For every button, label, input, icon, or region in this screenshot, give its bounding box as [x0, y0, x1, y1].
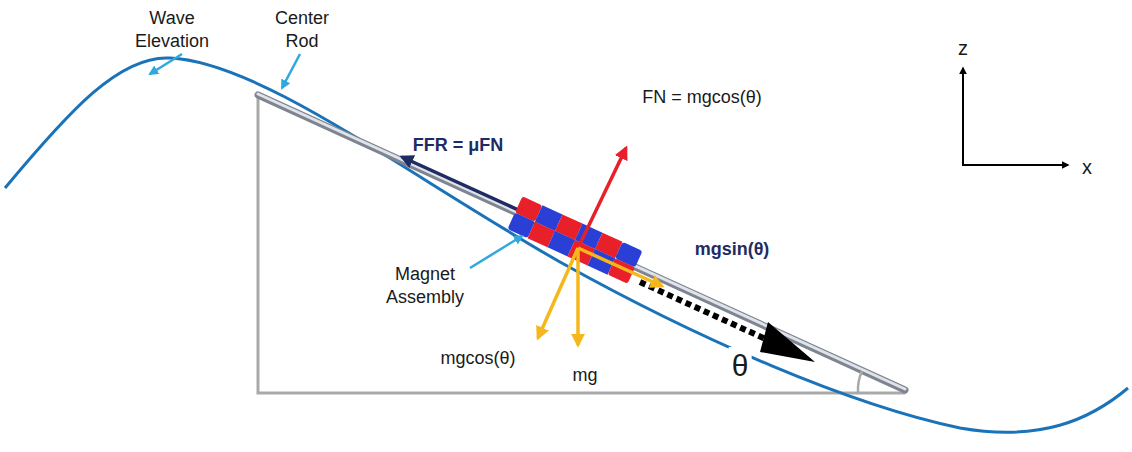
angle-label: θ: [729, 347, 752, 385]
part-label: Magnet Assembly: [375, 263, 475, 309]
friction-arrow: [402, 157, 525, 213]
incline-triangle: [258, 95, 905, 393]
force-label: mgcos(θ): [440, 347, 515, 370]
wave-label: Wave Elevation: [127, 7, 217, 53]
weight-parallel-component-arrow: [578, 248, 662, 286]
force-label: FFR = μFN: [413, 134, 504, 157]
weight-normal-component-arrow: [538, 248, 578, 338]
x-axis: [962, 164, 1068, 166]
force-label: mgsin(θ): [695, 238, 770, 261]
magnet-assembly: [507, 196, 642, 283]
center-rod-highlight: [258, 94, 905, 389]
axis-label: z: [958, 36, 968, 61]
center-rod: [258, 95, 905, 390]
leader-line: [282, 54, 300, 88]
normal-force-arrow: [578, 148, 626, 248]
leader-line: [470, 236, 522, 268]
wave-curve: [5, 58, 1128, 432]
axis-label: x: [1082, 155, 1092, 180]
motion-arrowhead: [760, 322, 815, 362]
rod-label: Center Rod: [267, 7, 337, 53]
force-label: FN = mgcos(θ): [642, 86, 762, 109]
force-label: mg: [572, 364, 597, 387]
leader-line: [150, 54, 182, 74]
weight-arrow: [576, 248, 580, 345]
z-axis: [962, 68, 964, 165]
angle-arc: [858, 371, 862, 393]
